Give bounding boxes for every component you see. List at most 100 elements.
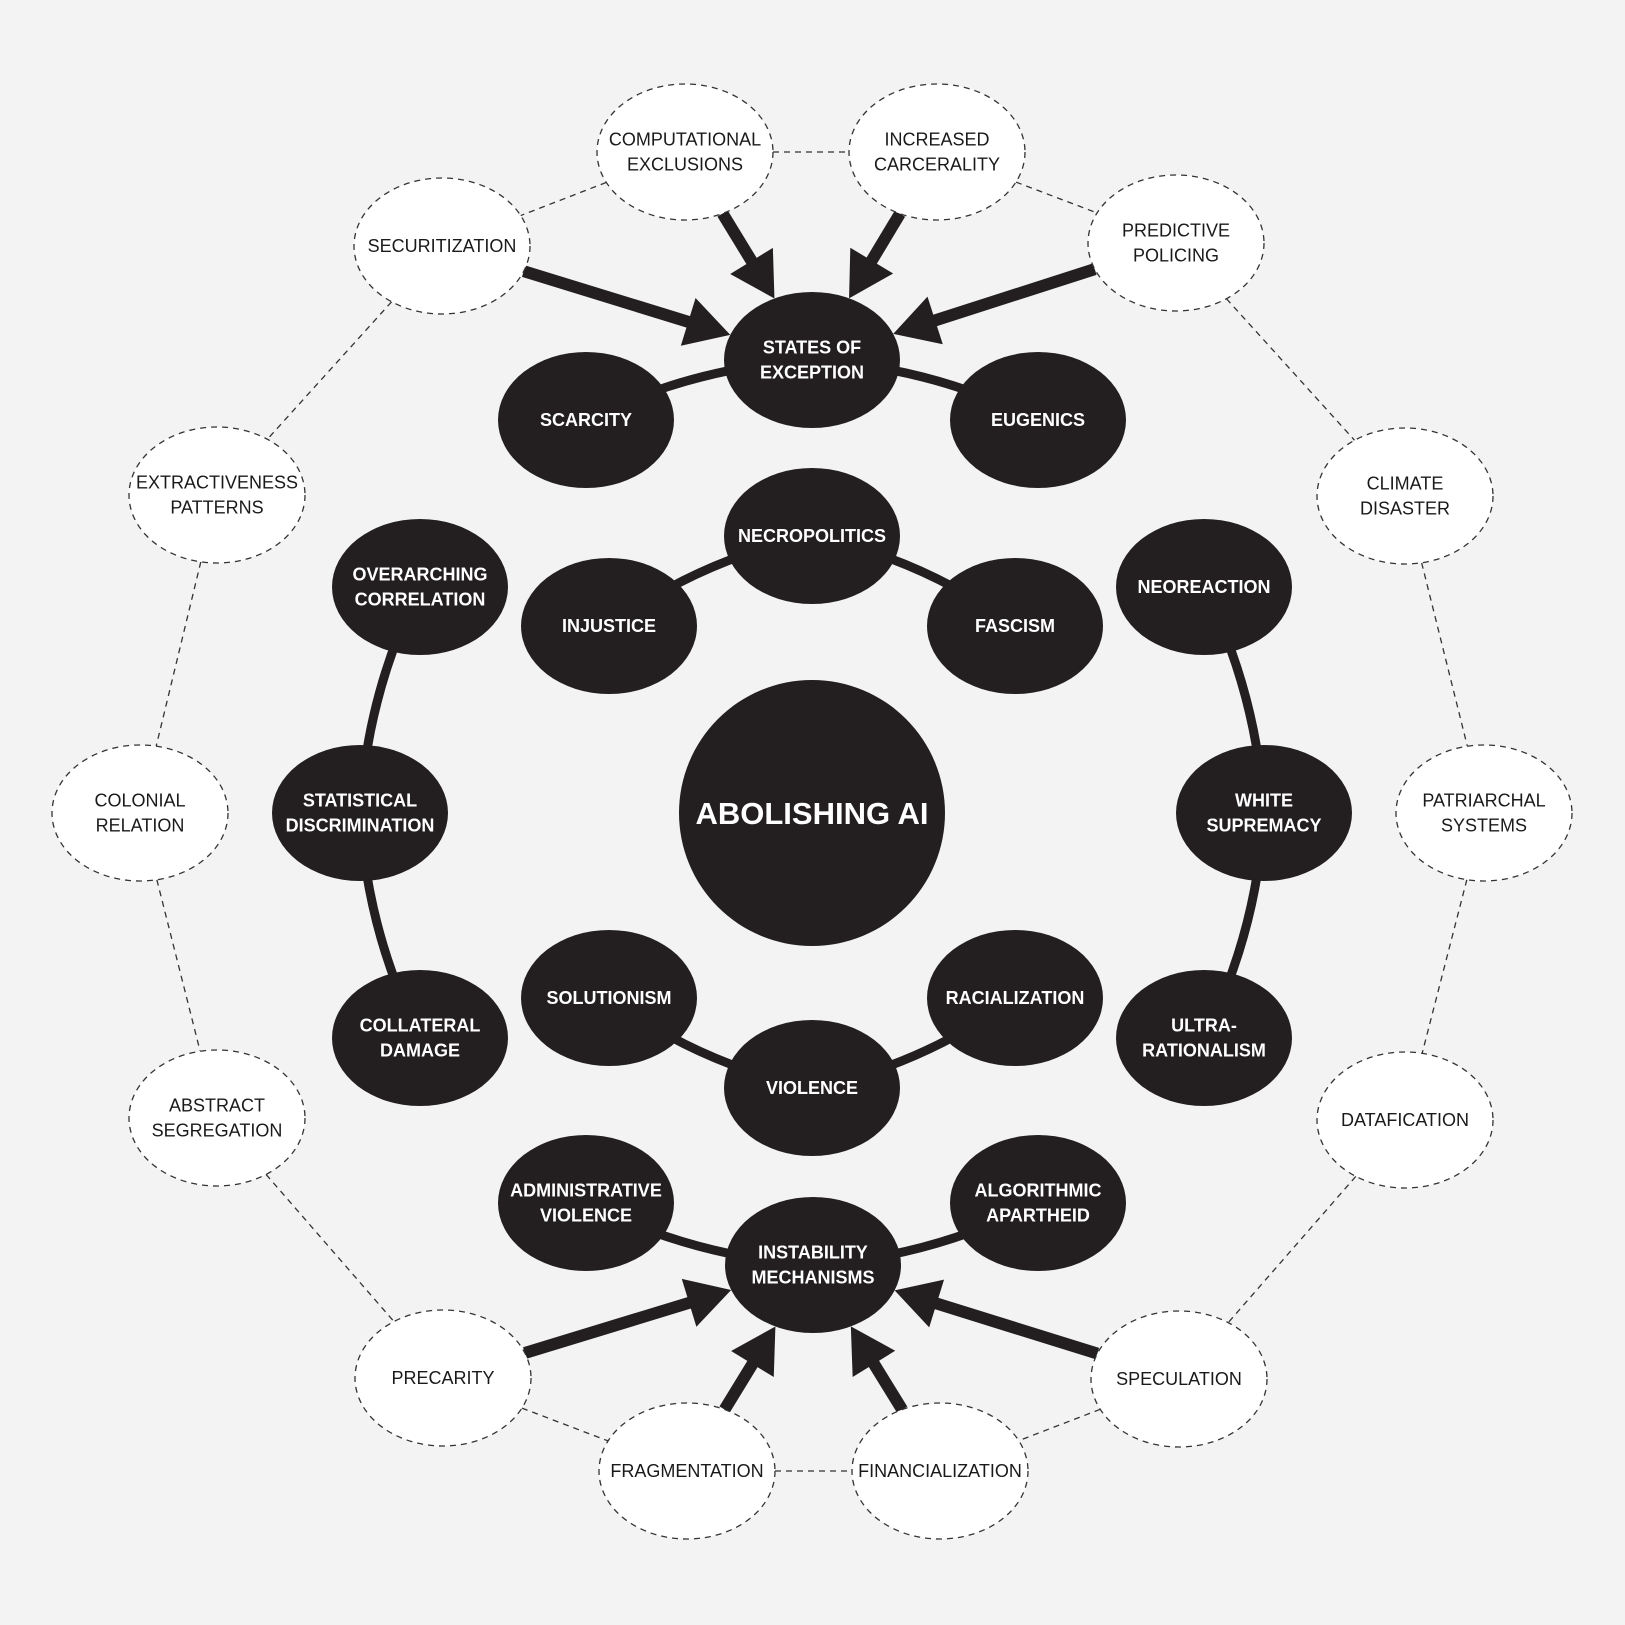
- center-label: ABOLISHING AI: [695, 796, 928, 831]
- node-label: FINANCIALIZATION: [858, 1461, 1022, 1481]
- node-label: PRECARITY: [391, 1368, 494, 1388]
- node-increased-carcerality: INCREASED CARCERALITY: [848, 83, 1026, 221]
- node-label: INJUSTICE: [562, 616, 656, 636]
- node-securitization: SECURITIZATION: [353, 177, 531, 315]
- node-ellipse: [332, 519, 508, 655]
- node-label: RATIONALISM: [1142, 1041, 1266, 1061]
- node-label: EXCEPTION: [760, 363, 864, 383]
- node-ellipse: [927, 558, 1103, 694]
- node-label: NEOREACTION: [1137, 577, 1270, 597]
- node-label: SECURITIZATION: [368, 236, 517, 256]
- dashed-link-computational-exclusions-securitization: [520, 181, 607, 217]
- arrow-shaft: [521, 265, 694, 329]
- node-label: INCREASED: [884, 130, 989, 150]
- node-ellipse: [128, 1049, 306, 1187]
- dashed-link-predictive-policing-climate-disaster: [1225, 298, 1356, 441]
- node-ellipse: [332, 970, 508, 1106]
- node-ellipse: [598, 1402, 776, 1540]
- arrow-computational-exclusions-to-states-of-exception: [717, 210, 775, 299]
- node-ellipse: [851, 1402, 1029, 1540]
- arrow-head: [850, 1326, 896, 1377]
- node-label: VIOLENCE: [766, 1078, 858, 1098]
- arrow-head: [681, 1278, 732, 1327]
- node-predictive-policing: PREDICTIVE POLICING: [1087, 174, 1265, 312]
- node-label: EXTRACTIVENESS: [136, 473, 298, 493]
- arrow-financialization-to-instability-mechanisms: [850, 1326, 908, 1413]
- node-ellipse: [272, 745, 448, 881]
- arrow-increased-carcerality-to-states-of-exception: [849, 210, 906, 299]
- center-circle: [679, 680, 945, 946]
- arrow-shaft: [719, 1357, 760, 1413]
- node-ellipse: [724, 292, 900, 428]
- arrow-precarity-to-instability-mechanisms: [523, 1278, 732, 1359]
- node-abstract-segregation: ABSTRACT SEGREGATION: [128, 1049, 306, 1187]
- dashed-link-datafication-speculation: [1227, 1175, 1357, 1324]
- node-label: DISCRIMINATION: [286, 816, 435, 836]
- node-ellipse: [1395, 744, 1573, 882]
- node-label: PATRIARCHAL: [1422, 791, 1545, 811]
- dashed-link-patriarchal-systems-datafication: [1421, 879, 1468, 1054]
- node-label: FASCISM: [975, 616, 1055, 636]
- arrow-head: [894, 1279, 945, 1328]
- node-label: PREDICTIVE: [1122, 221, 1230, 241]
- node-label: CLIMATE: [1367, 474, 1444, 494]
- node-label: DATAFICATION: [1341, 1110, 1469, 1130]
- node-label: ULTRA-: [1171, 1016, 1237, 1036]
- arrow-shaft: [866, 1357, 908, 1413]
- arrow-shaft: [717, 210, 759, 268]
- node-neoreaction: NEOREACTION: [1116, 519, 1292, 655]
- node-label: EUGENICS: [991, 410, 1085, 430]
- node-label: MECHANISMS: [751, 1268, 874, 1288]
- node-eugenics: EUGENICS: [950, 352, 1126, 488]
- node-ellipse: [521, 558, 697, 694]
- arrow-predictive-policing-to-states-of-exception: [893, 263, 1097, 345]
- node-label: CARCERALITY: [874, 155, 1000, 175]
- node-extractiveness-patterns: EXTRACTIVENESS PATTERNS: [128, 426, 306, 564]
- node-label: SOLUTIONISM: [547, 988, 672, 1008]
- node-injustice: INJUSTICE: [521, 558, 697, 694]
- node-solutionism: SOLUTIONISM: [521, 930, 697, 1066]
- node-label: RACIALIZATION: [946, 988, 1085, 1008]
- node-ellipse: [521, 930, 697, 1066]
- node-ellipse: [596, 83, 774, 221]
- node-instability-mechanisms: INSTABILITY MECHANISMS: [725, 1197, 901, 1333]
- node-label: APARTHEID: [986, 1206, 1090, 1226]
- node-label: SEGREGATION: [152, 1121, 283, 1141]
- node-label: SCARCITY: [540, 410, 632, 430]
- node-ellipse: [1087, 174, 1265, 312]
- arrows: [521, 210, 1100, 1413]
- node-ellipse: [927, 930, 1103, 1066]
- node-financialization: FINANCIALIZATION: [851, 1402, 1029, 1540]
- node-label: NECROPOLITICS: [738, 526, 886, 546]
- arrow-head: [731, 1326, 776, 1378]
- node-label: INSTABILITY: [758, 1243, 868, 1263]
- node-ellipse: [1116, 970, 1292, 1106]
- node-label: ABSTRACT: [169, 1096, 265, 1116]
- node-label: SYSTEMS: [1441, 816, 1527, 836]
- node-label: CORRELATION: [355, 590, 486, 610]
- node-label: EXCLUSIONS: [627, 155, 743, 175]
- node-label: ADMINISTRATIVE: [510, 1181, 662, 1201]
- node-racialization: RACIALIZATION: [927, 930, 1103, 1066]
- node-ellipse: [724, 1020, 900, 1156]
- dashed-link-abstract-segregation-precarity: [265, 1174, 395, 1322]
- node-label: COLONIAL: [94, 791, 185, 811]
- node-label: POLICING: [1133, 246, 1219, 266]
- node-label: PATTERNS: [170, 498, 263, 518]
- arrow-shaft: [864, 210, 906, 268]
- node-ellipse: [353, 177, 531, 315]
- node-ellipse: [354, 1309, 532, 1447]
- arrow-shaft: [929, 263, 1097, 328]
- arrow-shaft: [523, 1295, 695, 1359]
- node-necropolitics: NECROPOLITICS: [724, 468, 900, 604]
- node-fascism: FASCISM: [927, 558, 1103, 694]
- node-ellipse: [725, 1197, 901, 1333]
- arrow-speculation-to-instability-mechanisms: [894, 1279, 1100, 1360]
- node-patriarchal-systems: PATRIARCHAL SYSTEMS: [1395, 744, 1573, 882]
